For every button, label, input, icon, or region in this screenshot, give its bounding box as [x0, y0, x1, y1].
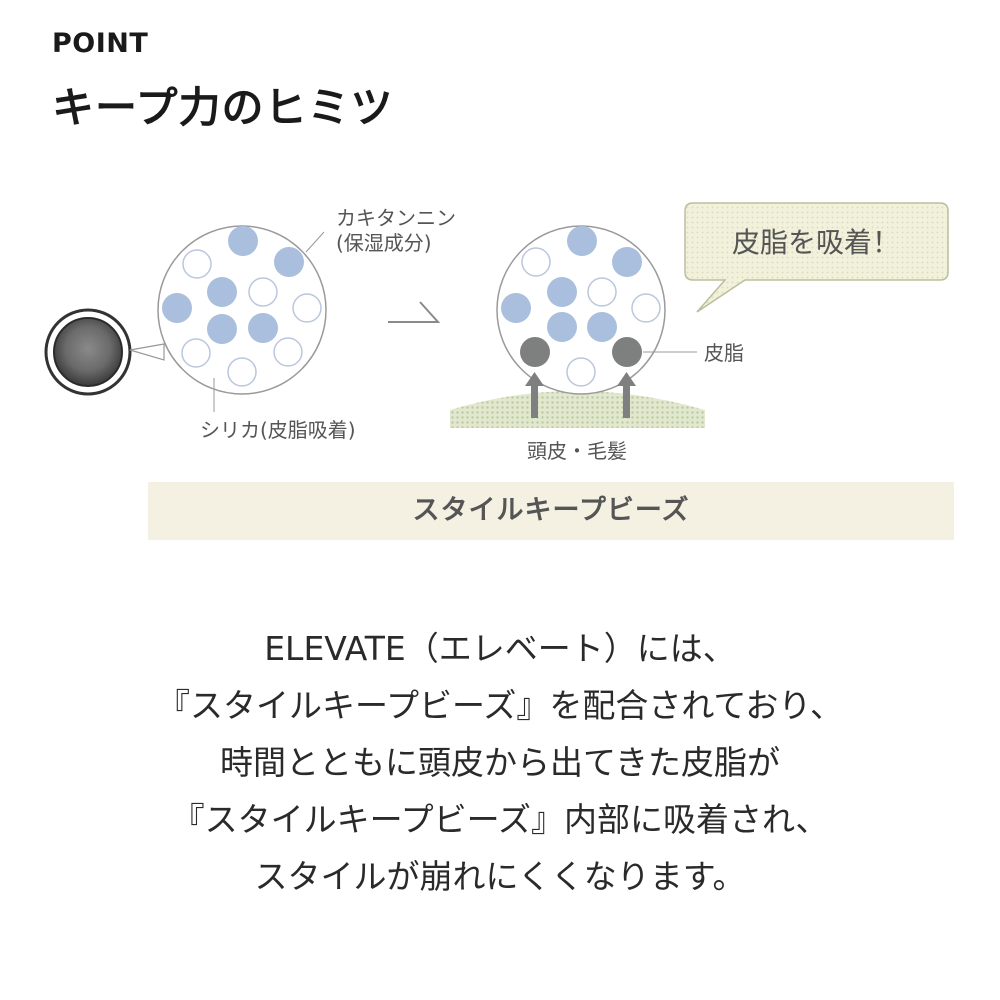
- description-line: 『スタイルキープビーズ』内部に吸着され、: [171, 800, 829, 839]
- sebum-label: 皮脂: [704, 341, 744, 365]
- sebum-bead: [520, 337, 550, 367]
- description-line: 『スタイルキープビーズ』を配合されており、: [156, 686, 844, 725]
- white-bead: [521, 247, 551, 277]
- white-bead: [248, 277, 278, 307]
- white-bead: [227, 357, 257, 387]
- banner-label: スタイルキープビーズ: [412, 495, 690, 526]
- blue-bead: [162, 293, 192, 323]
- blue-bead: [274, 247, 304, 277]
- bead-label-line1: カキタンニン: [336, 206, 456, 230]
- silica-label: シリカ(皮脂吸着): [200, 418, 356, 442]
- point-label: POINT: [52, 28, 149, 59]
- description: ELEVATE（エレベート）には、 『スタイルキープビーズ』を配合されており、 …: [0, 620, 1000, 905]
- blue-bead: [248, 313, 278, 343]
- white-bead: [587, 277, 617, 307]
- scalp-label: 頭皮・毛髪: [527, 439, 627, 463]
- blue-bead: [547, 312, 577, 342]
- blue-bead: [612, 247, 642, 277]
- description-line: 時間とともに頭皮から出てきた皮脂が: [219, 743, 780, 782]
- blue-bead: [228, 226, 258, 256]
- transition-arrow-icon: [388, 301, 441, 323]
- white-bead: [181, 338, 211, 368]
- zoom-pointer: [129, 343, 165, 361]
- blue-bead: [547, 277, 577, 307]
- blue-bead: [207, 277, 237, 307]
- blue-bead: [207, 314, 237, 344]
- white-bead: [273, 337, 303, 367]
- bead-cross-section-left: [157, 225, 327, 395]
- blue-bead: [567, 226, 597, 256]
- scalp-surface: [450, 391, 705, 428]
- sebum-bead: [612, 337, 642, 367]
- white-bead: [182, 249, 212, 279]
- blue-bead: [501, 293, 531, 323]
- speech-bubble: [684, 202, 949, 313]
- white-bead: [292, 293, 322, 323]
- white-bead: [566, 357, 596, 387]
- page-title: キープ力のヒミツ: [52, 83, 394, 132]
- blue-bead: [587, 312, 617, 342]
- sebum-arrow-icon: [525, 372, 544, 418]
- white-bead: [631, 293, 661, 323]
- style-keep-beads-banner: スタイルキープビーズ: [148, 482, 954, 540]
- bead-photo-icon: [44, 308, 132, 396]
- style-keep-beads-diagram: カキタンニン (保湿成分) シリカ(皮脂吸着) 皮脂 頭皮・毛髪 皮脂を吸着！: [44, 202, 949, 463]
- description-line: ELEVATE（エレベート）には、: [264, 629, 736, 668]
- bead-label-line2: (保湿成分): [336, 231, 432, 255]
- speech-bubble-text: 皮脂を吸着！: [732, 226, 900, 259]
- leader-line-bead: [305, 231, 325, 253]
- sebum-arrow-icon: [617, 372, 636, 418]
- bead-cross-section-right: [496, 225, 666, 395]
- description-line: スタイルが崩れにくくなります。: [254, 857, 746, 896]
